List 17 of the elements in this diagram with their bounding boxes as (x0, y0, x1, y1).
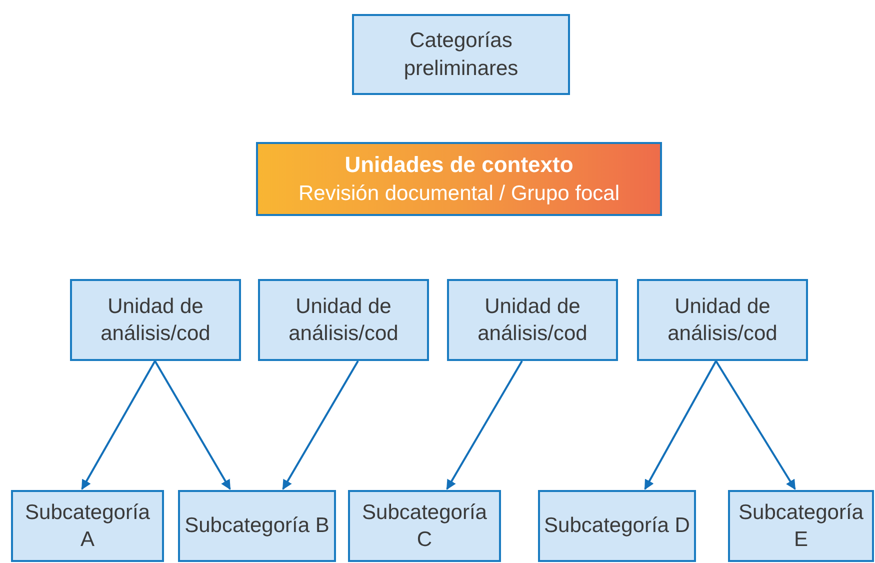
arrow (644, 360, 717, 490)
arrow (446, 360, 523, 490)
arrow (282, 360, 359, 490)
category-box: Categorías preliminares (352, 14, 570, 95)
category-box: Unidad de análisis/cod (258, 279, 429, 361)
category-box: Unidad de análisis/cod (70, 279, 241, 361)
category-box: Unidad de análisis/cod (447, 279, 618, 361)
arrow (154, 360, 231, 490)
arrow (81, 360, 156, 490)
category-box: Unidad de análisis/cod (637, 279, 808, 361)
category-box: Subcategoría E (728, 490, 874, 562)
arrow (715, 360, 796, 490)
category-box: Subcategoría C (348, 490, 501, 562)
context-box: Unidades de contexto Revisión documental / Grupo focal (256, 142, 662, 216)
category-box: Subcategoría D (538, 490, 696, 562)
category-box: Subcategoría B (178, 490, 336, 562)
category-box: Subcategoría A (11, 490, 164, 562)
